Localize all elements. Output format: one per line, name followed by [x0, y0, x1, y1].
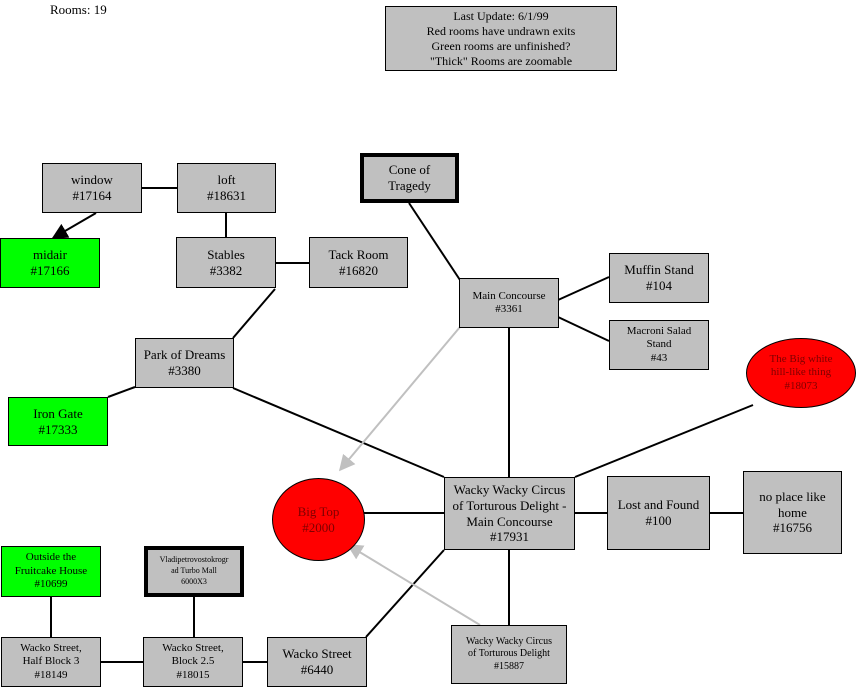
room-wacky-15887[interactable]: Wacky Wacky Circus of Torturous Delight … [451, 625, 567, 684]
room-cone-of-tragedy[interactable]: Cone of Tragedy [360, 153, 459, 203]
edge-window-midair [51, 212, 97, 239]
edge-mainconcourse-bigtop-oneway [338, 326, 461, 472]
room-midair[interactable]: midair #17166 [0, 238, 100, 288]
room-wacko-half-block-3[interactable]: Wacko Street, Half Block 3 #18149 [1, 637, 101, 687]
room-big-white-hill[interactable]: The Big white hill-like thing #18073 [746, 338, 856, 408]
edge-park-wackymain [232, 387, 445, 478]
edge-mainconcourse-muffin [557, 276, 610, 301]
edge-wackymain-wackostreet [365, 549, 445, 638]
edge-wackymain-bigwhite [574, 404, 754, 478]
room-stables[interactable]: Stables #3382 [176, 237, 276, 288]
room-lost-and-found[interactable]: Lost and Found #100 [607, 476, 710, 550]
room-park-of-dreams[interactable]: Park of Dreams #3380 [135, 338, 234, 388]
room-macroni-salad-stand[interactable]: Macroni Salad Stand #43 [609, 320, 709, 370]
room-outside-fruitcake-house[interactable]: Outside the Fruitcake House #10699 [1, 546, 101, 597]
room-wacky-main-concourse[interactable]: Wacky Wacky Circus of Torturous Delight … [444, 477, 575, 550]
room-tack-room[interactable]: Tack Room #16820 [309, 237, 408, 288]
room-big-top[interactable]: Big Top #2000 [272, 478, 365, 561]
edge-park-irongate [107, 386, 136, 398]
room-turbo-mall[interactable]: Vladipetrovostokrogr ad Turbo Mall 6000X… [144, 546, 244, 597]
edge-15887-bigtop-oneway [346, 544, 481, 626]
legend-box: Last Update: 6/1/99 Red rooms have undra… [385, 6, 617, 71]
room-iron-gate[interactable]: Iron Gate #17333 [8, 397, 108, 446]
room-no-place-like-home[interactable]: no place like home #16756 [743, 471, 842, 554]
room-loft[interactable]: loft #18631 [177, 163, 276, 213]
edge-mainconcourse-macroni [557, 316, 610, 342]
edge-stables-park [232, 288, 276, 339]
rooms-count: Rooms: 19 [50, 2, 107, 17]
room-main-concourse[interactable]: Main Concourse #3361 [459, 278, 559, 328]
room-muffin-stand[interactable]: Muffin Stand #104 [609, 253, 709, 303]
room-wacko-block-2-5[interactable]: Wacko Street, Block 2.5 #18015 [143, 637, 243, 687]
room-window[interactable]: window #17164 [42, 163, 142, 213]
edge-cone-mainconcourse [408, 202, 461, 281]
room-wacko-street[interactable]: Wacko Street #6440 [267, 637, 367, 687]
